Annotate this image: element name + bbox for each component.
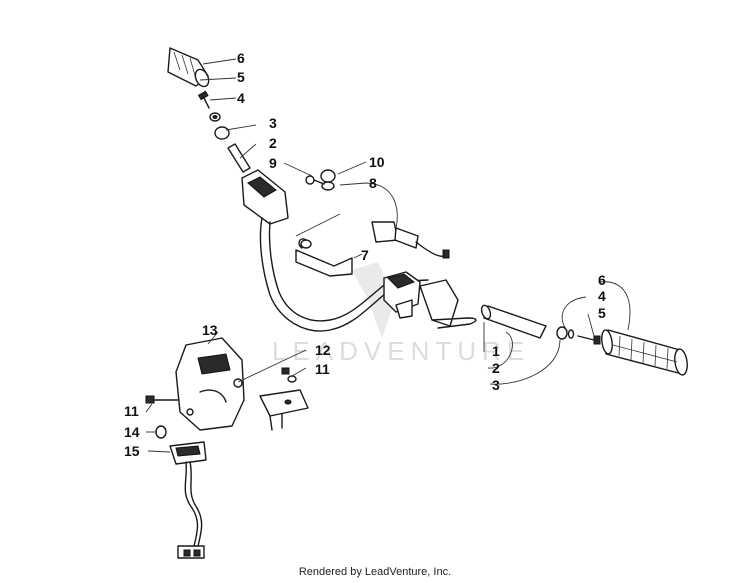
bar-end-plug [214,126,230,140]
callout-12: 12 [315,342,331,358]
callout-13: 13 [202,322,218,338]
switch-housing [175,337,245,431]
screw-12 [281,367,297,383]
callout-8: 8 [369,175,377,191]
callout-14: 14 [124,424,140,440]
callout-numbers: 6 5 4 3 2 9 10 8 7 6 4 5 1 2 3 13 12 11 … [124,50,606,459]
right-grip [601,329,688,376]
handlebar [259,217,431,332]
callout-15: 15 [124,443,140,459]
render-credit-footer: Rendered by LeadVenture, Inc. [298,566,452,578]
callout-9: 9 [269,155,277,171]
screw-11-left [145,395,179,404]
left-bolt [197,90,210,109]
right-grip-sleeve-tube [480,304,547,339]
wiring-harness [169,441,207,559]
right-bolt [577,335,601,345]
callout-3-left: 3 [269,115,277,131]
left-throttle-housing [241,169,289,225]
callout-2-right: 2 [492,360,500,376]
switch-8 [371,221,450,259]
small-bracket [259,389,309,431]
callout-4-left: 4 [237,90,245,106]
callout-6-left: 6 [237,50,245,66]
washer [209,112,221,122]
mount-bracket [295,213,353,277]
callout-1: 1 [492,343,500,359]
callout-11-right: 11 [315,361,330,377]
watermark-text: LEADVENTURE [272,336,530,366]
callout-4-right: 4 [598,288,606,304]
grip-sleeve [227,143,251,173]
leader-lines [145,58,631,453]
left-grip [167,47,210,88]
callout-2-left: 2 [269,135,277,151]
bolt-9 [305,175,325,185]
callout-11-left: 11 [124,403,139,419]
callout-10: 10 [369,154,385,170]
callout-3-right: 3 [492,377,500,393]
callout-6-right: 6 [598,272,606,288]
callout-5-left: 5 [237,69,245,85]
callout-5-right: 5 [598,305,606,321]
right-plug [556,326,568,340]
knob-10 [320,169,336,191]
brake-master-cylinder [383,271,477,329]
right-washer [567,329,575,339]
callout-7: 7 [361,247,369,263]
grommet-14 [155,425,167,439]
